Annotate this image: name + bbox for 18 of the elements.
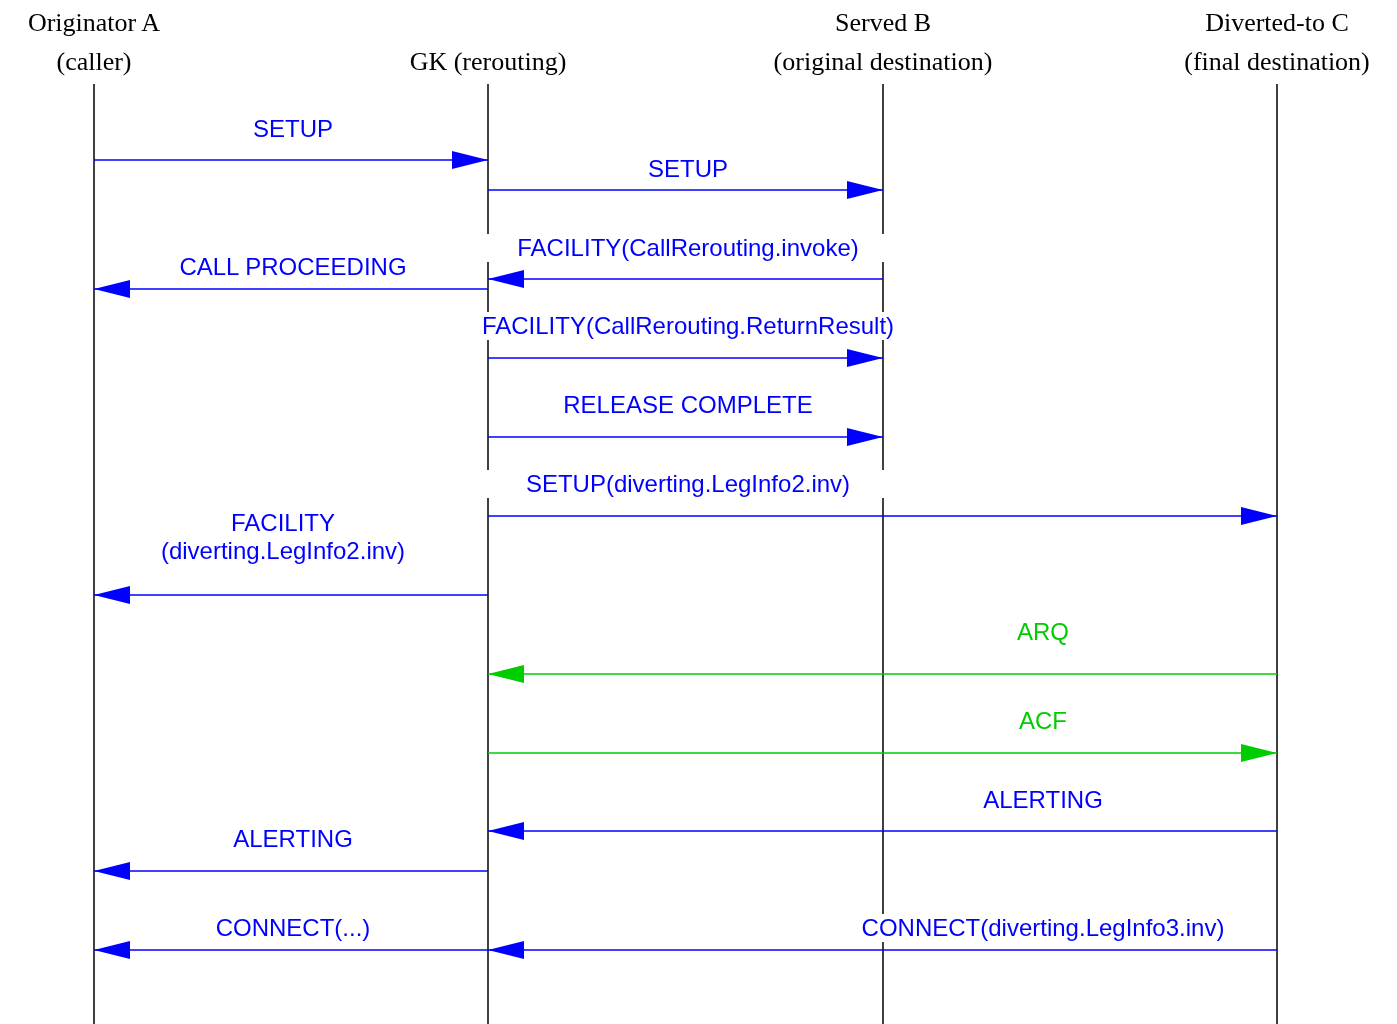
message-arrow: [487, 270, 884, 288]
message-arrow: [93, 151, 489, 169]
message-arrow: [93, 280, 489, 298]
message-arrow: [487, 507, 1278, 525]
message-arrow: [487, 665, 1278, 683]
lifeline-header: Diverted-to C (final destination): [1183, 7, 1371, 78]
lifeline-header: Served B (original destination): [772, 7, 994, 78]
message-arrow: [487, 181, 884, 199]
message-arrow: [487, 941, 1278, 959]
message-arrow: [93, 862, 489, 880]
message-arrow: [487, 822, 1278, 840]
message-arrow: [93, 586, 489, 604]
message-arrow: [487, 428, 884, 446]
message-arrow: [93, 941, 489, 959]
lifeline-header: Originator A (caller): [26, 7, 162, 78]
message-arrow: [487, 744, 1278, 762]
message-arrow: [487, 349, 884, 367]
lifeline-header: GK (rerouting): [408, 46, 568, 78]
